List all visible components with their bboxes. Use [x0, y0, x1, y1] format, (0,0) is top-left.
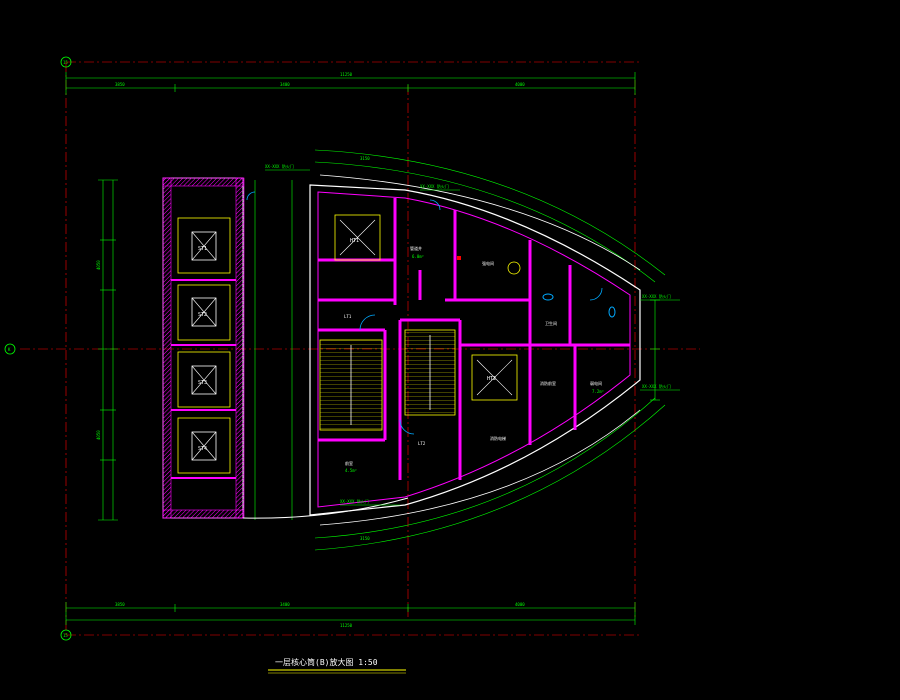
dim-top-overall: 11250 [340, 72, 353, 77]
elevator-ht1: HT1 [334, 214, 381, 261]
core-outline [242, 149, 666, 551]
dim-bottom-overall: 11250 [340, 623, 353, 628]
drawing-title-block: 一层核心筒(B)放大图 1:50 [268, 657, 406, 674]
elevator-st1: ST1 [177, 217, 231, 274]
axis-tag-text: K [8, 347, 11, 352]
dim-top-left: 3850 [115, 82, 125, 87]
axis-tag-bottom-left: 15 [60, 629, 72, 641]
room-mech: 管道井 [410, 245, 422, 251]
fixtures [457, 256, 616, 318]
elevator-st3: ST3 [177, 351, 231, 408]
interior-walls [318, 198, 630, 480]
elevator-label: HT1 [350, 238, 359, 244]
dimension-bottom [65, 602, 636, 625]
dim-arc-top: 3150 [360, 156, 370, 161]
stair-label: LT1 [344, 314, 352, 319]
room-fire-front: 消防前室 [540, 380, 556, 386]
room-elec: 强电间 [482, 260, 494, 266]
axis-tag-text: 15 [63, 633, 68, 638]
dimension-top [65, 72, 636, 95]
elevator-label: HT2 [487, 376, 496, 382]
dim-bottom-right: 4000 [515, 602, 525, 607]
elevator-label: ST2 [198, 312, 207, 318]
dim-top-mid: 3400 [280, 82, 290, 87]
note-5: XX-XXX 防火门 [340, 498, 369, 504]
doors [246, 191, 603, 435]
axis-tag-mid-left: K [4, 343, 16, 355]
stair-2: LT2 [404, 329, 456, 446]
axis-tag-top-left: 15 [60, 56, 72, 68]
axis-tag-text: 15 [63, 60, 68, 65]
fixture-circle [507, 261, 521, 275]
room-area-b: 4.5m² [345, 468, 357, 473]
dimension-right [650, 299, 660, 401]
room-toilet: 卫生间 [545, 320, 557, 326]
note-3: XX-XXX 防火门 [642, 293, 671, 299]
elevator-label: ST3 [198, 380, 207, 386]
dim-left-lower: 4050 [96, 430, 101, 440]
note-4: XX-XXX 防火门 [642, 383, 671, 389]
dimension-left [98, 179, 118, 521]
dim-left-upper: 4050 [96, 260, 101, 270]
dim-bottom-left: 3850 [115, 602, 125, 607]
elevator-ht2: HT2 [471, 354, 518, 401]
room-front: 前室 [345, 460, 353, 466]
toilet-icon [542, 293, 554, 301]
dim-arc-bottom: 3150 [360, 536, 370, 541]
toilet-icon [608, 306, 616, 318]
note-2: XX-XXX 防火门 [420, 183, 449, 189]
fire-hydrant-icon [457, 256, 461, 260]
room-area-c: 7.2m² [592, 389, 604, 394]
leader-notes [265, 169, 680, 506]
room-weak: 弱电间 [590, 380, 602, 386]
elevator-st4: ST4 [177, 417, 231, 474]
note-1: XX-XXX 防火门 [265, 163, 294, 169]
room-fire-elev: 消防电梯 [490, 435, 506, 441]
dim-top-right: 4000 [515, 82, 525, 87]
elevator-label: ST1 [198, 246, 207, 252]
dim-bottom-mid: 3400 [280, 602, 290, 607]
stair-1: LT1 [319, 314, 383, 431]
stair-label: LT2 [418, 441, 426, 446]
elevator-bank [162, 177, 245, 519]
elevator-label: ST4 [198, 446, 207, 452]
axis-lines [20, 61, 700, 636]
room-area-a: 6.0m² [412, 254, 424, 259]
elevator-st2: ST2 [177, 284, 231, 341]
drawing-title: 一层核心筒(B)放大图 1:50 [275, 657, 378, 667]
